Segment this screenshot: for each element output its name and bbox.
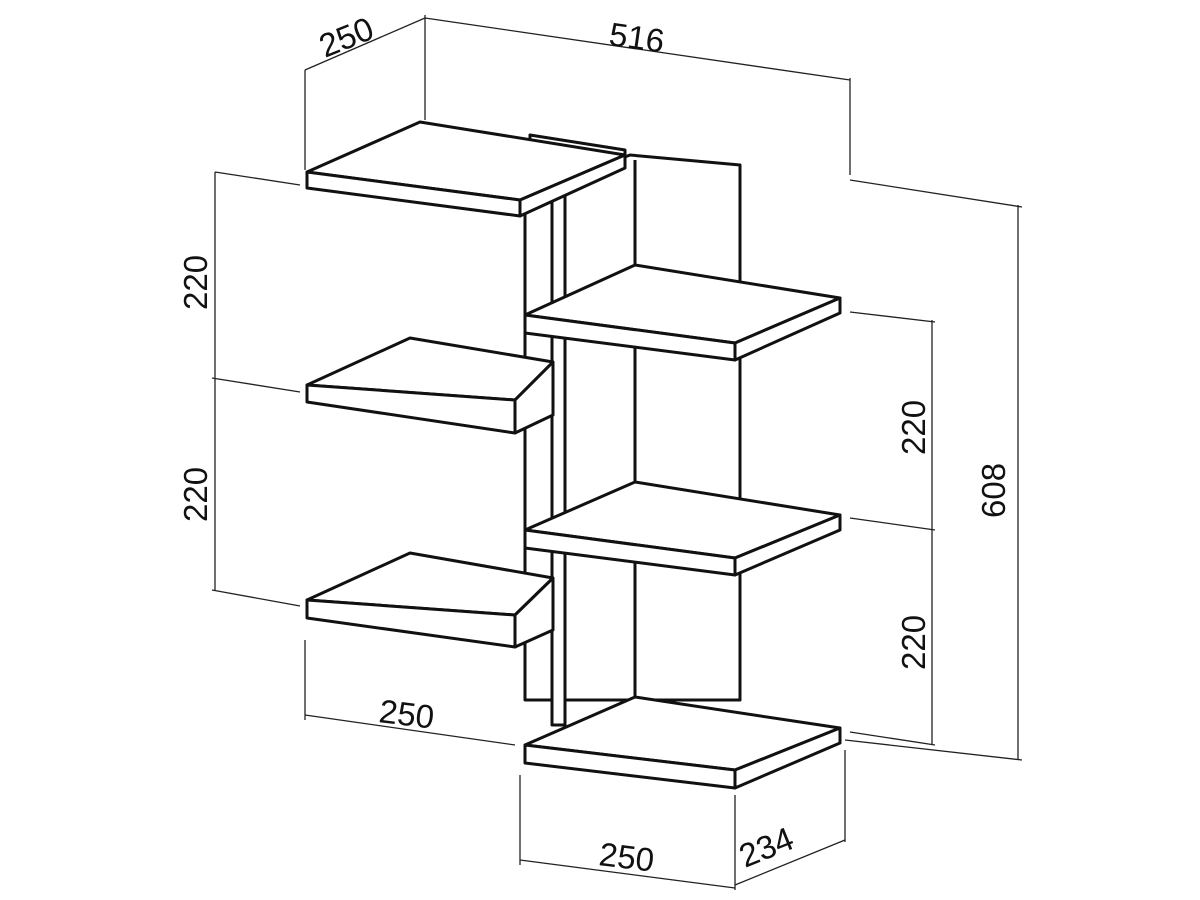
dim-overall-height: 608 xyxy=(975,463,1012,518)
shelf-left-bottom xyxy=(305,551,555,649)
dim-left-shelf-width: 250 xyxy=(377,692,436,735)
dim-top-depth: 250 xyxy=(314,10,379,65)
dim-left-spacing-upper: 220 xyxy=(177,255,214,310)
dim-bottom-shelf-depth: 234 xyxy=(734,820,799,875)
back-panel xyxy=(528,133,742,727)
dim-left-spacing-lower: 220 xyxy=(177,467,214,522)
shelf-left-middle xyxy=(305,336,555,435)
shelf-right-bottom xyxy=(523,695,842,790)
dim-right-spacing-upper: 220 xyxy=(895,400,932,455)
shelf-right-middle xyxy=(523,480,842,577)
dim-bottom-shelf-width: 250 xyxy=(597,835,656,878)
dim-right-spacing-lower: 220 xyxy=(895,615,932,670)
dimension-lines xyxy=(211,15,1023,890)
dim-overall-width: 516 xyxy=(607,15,667,59)
shelf-left-top xyxy=(305,120,627,218)
shelf-right-top xyxy=(523,263,842,362)
